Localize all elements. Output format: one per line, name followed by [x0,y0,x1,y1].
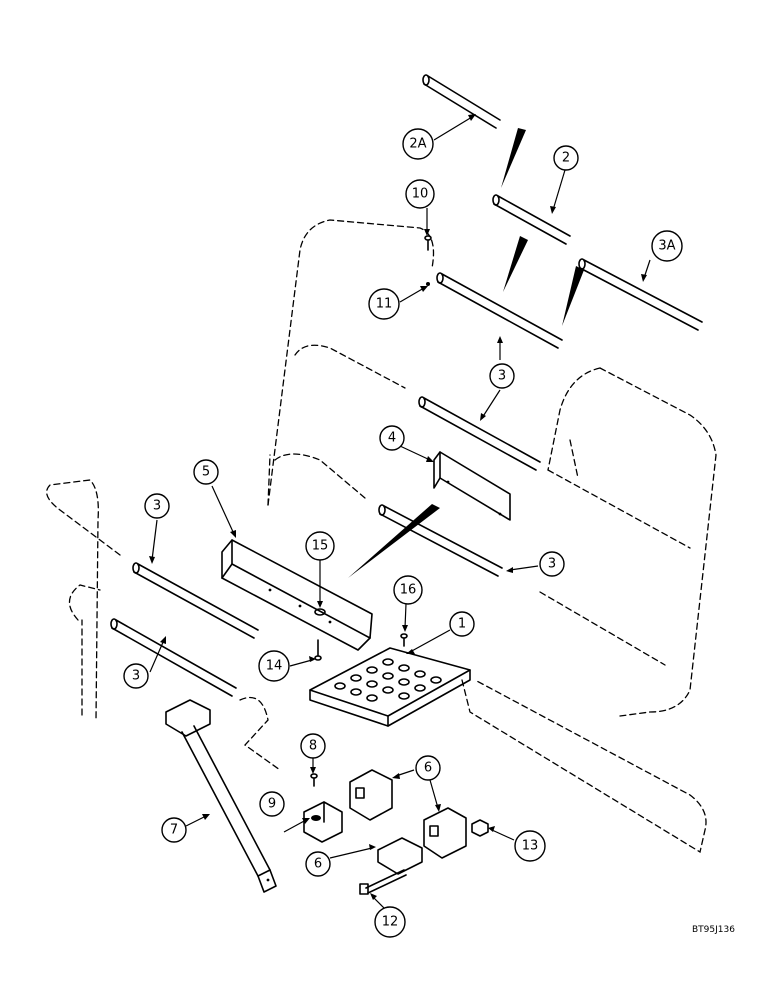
svg-text:11: 11 [376,297,393,312]
svg-text:6: 6 [424,761,432,776]
tube-3-left-upper [132,562,259,639]
bracket-6-right [423,807,467,859]
svg-text:5: 5 [202,465,210,480]
svg-text:13: 13 [522,839,539,854]
callout-3-right: 3 [539,551,565,577]
brace-7 [165,699,277,893]
svg-text:3A: 3A [658,239,675,254]
svg-text:3: 3 [132,669,140,684]
callout-7: 7 [161,817,187,843]
svg-text:3: 3 [498,369,506,384]
svg-text:14: 14 [266,659,283,674]
callout-13: 13 [514,830,546,862]
upper-frame-outline [267,219,435,506]
callout-3a: 3A [651,230,683,262]
bracket-4 [433,451,511,521]
bracket-6-upper [349,769,393,821]
left-frame-outline [46,479,121,721]
callout-11: 11 [368,288,400,320]
leader-lines [149,114,651,911]
callout-3-left: 3 [144,493,170,519]
bolt-14 [314,639,322,661]
washer-11 [426,282,430,286]
tread-holes [334,658,442,702]
svg-text:16: 16 [400,583,417,598]
callout-15: 15 [305,531,335,561]
callout-3-upper: 3 [489,363,515,389]
bolt-10 [424,235,432,251]
svg-text:6: 6 [314,857,322,872]
tube-3-middle [418,396,541,471]
tube-3-top [436,272,563,349]
svg-text:2: 2 [562,151,570,166]
drawing-code: BT95J136 [692,925,735,935]
bracket-6-left [303,801,343,843]
panel-5 [221,539,373,651]
callout-6-lower: 6 [305,851,331,877]
svg-text:8: 8 [309,739,317,754]
svg-text:9: 9 [268,797,276,812]
wedge-marks [348,128,584,578]
svg-text:3: 3 [153,499,161,514]
callout-10: 10 [405,179,435,209]
lower-frame-outline [239,679,707,854]
callout-6-upper: 6 [415,755,441,781]
bolt-8 [310,773,318,787]
callout-2a: 2A [402,128,434,160]
callout-16: 16 [393,575,423,605]
callout-9: 9 [259,791,285,817]
callout-5: 5 [193,459,219,485]
callout-12: 12 [374,906,406,938]
svg-text:10: 10 [412,187,429,202]
callout-3-lower: 3 [123,663,149,689]
svg-text:7: 7 [170,823,178,838]
step-tread-1 [309,647,471,727]
bracket-6-lower [377,837,423,875]
svg-text:12: 12 [382,915,399,930]
callout-1: 1 [449,611,475,637]
tube-3-right-lower [378,504,503,577]
right-frame-outline [539,367,717,717]
svg-text:3: 3 [548,557,556,572]
washer-9 [311,815,321,821]
svg-text:15: 15 [312,539,329,554]
nut-13 [471,819,489,837]
bolt-12 [359,869,407,895]
tube-2 [492,194,571,245]
callout-4: 4 [379,425,405,451]
callout-14: 14 [258,650,290,682]
svg-text:2A: 2A [409,137,426,152]
callout-2: 2 [553,145,579,171]
svg-text:1: 1 [458,617,466,632]
callout-8: 8 [300,733,326,759]
svg-text:4: 4 [388,431,396,446]
tube-2a [422,74,501,129]
tube-3a [578,258,703,331]
washer-15 [314,608,326,616]
tube-3-left-lower [110,618,237,697]
bolt-16 [400,633,408,647]
